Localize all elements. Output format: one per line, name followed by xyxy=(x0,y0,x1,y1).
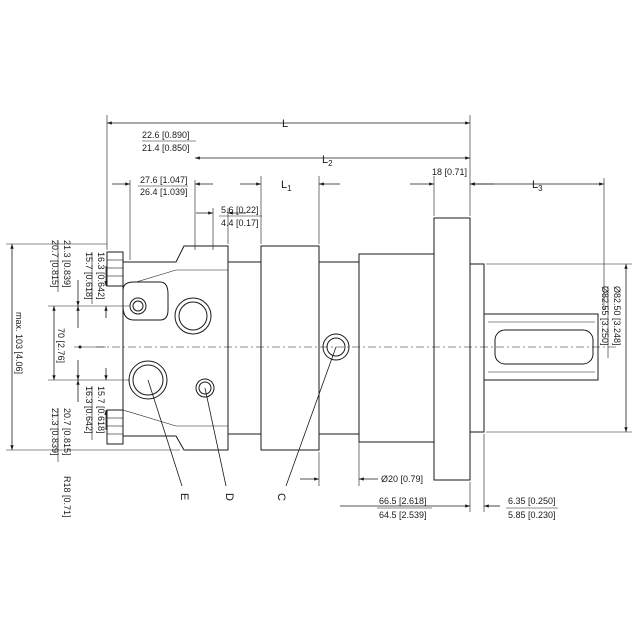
dim-15-7-bottom: 15.7 [0.618] xyxy=(96,386,106,434)
housing-section-4 xyxy=(358,253,435,443)
end-cap-bolt-bottom xyxy=(106,409,124,445)
port-c-label: C xyxy=(275,493,287,501)
dim-70: 70 [2.76] xyxy=(56,328,66,363)
port-labels: E D C xyxy=(178,493,287,501)
dim-22-6: 22.6 [0.890] xyxy=(142,130,190,140)
dim-5-85: 5.85 [0.230] xyxy=(508,510,556,520)
dim-r18: R18 [0.71] xyxy=(62,476,72,518)
dim-21-3-bottom: 21.3 [0.839] xyxy=(50,408,60,456)
dim-dia-82-55: Ø82.55 [3.250] xyxy=(600,286,610,346)
end-cap-bolt-top xyxy=(106,251,124,287)
motor-body xyxy=(96,217,616,481)
dim-6-35: 6.35 [0.250] xyxy=(508,496,556,506)
dim-5-6: 5.6 [0.22] xyxy=(221,205,259,215)
dim-21-3-top: 21.3 [0.839] xyxy=(62,240,72,288)
port-leaders xyxy=(147,346,337,487)
dim-64-5: 64.5 [2.539] xyxy=(379,510,427,520)
dim-16-3-bottom: 16.3 [0.642] xyxy=(84,386,94,434)
dim-4-4: 4.4 [0.17] xyxy=(221,218,259,228)
dim-15-7-top: 15.7 [0.618] xyxy=(84,252,94,300)
dim-26-4: 26.4 [1.039] xyxy=(140,187,188,197)
pilot-diameter xyxy=(469,263,485,433)
dim-dia-82-50: Ø82.50 [3.248] xyxy=(612,286,622,346)
housing-section-2 xyxy=(260,245,320,451)
dim-L-label: L xyxy=(282,118,288,130)
dimension-labels: L L2 L1 L3 22.6 [0.890] 21.4 [0.850] 27.… xyxy=(14,118,622,520)
dim-27-6: 27.6 [1.047] xyxy=(140,175,188,185)
dim-dia-20: Ø20 [0.79] xyxy=(381,474,423,484)
end-cover xyxy=(122,245,229,451)
mounting-flange xyxy=(433,217,471,481)
dim-L2-label: L2 xyxy=(322,154,333,168)
dim-max-103: max. 103 [4.06] xyxy=(14,312,24,374)
dim-20-7-top: 20.7 [0.815] xyxy=(50,240,60,288)
housing-section-1 xyxy=(227,261,262,435)
dim-66-5: 66.5 [2.618] xyxy=(379,496,427,506)
dim-L3-label: L3 xyxy=(532,179,543,193)
port-e-label: E xyxy=(178,493,190,500)
dim-21-4: 21.4 [0.850] xyxy=(142,143,190,153)
port-d-label: D xyxy=(223,493,235,501)
dim-20-7-bottom: 20.7 [0.815] xyxy=(62,408,72,456)
dim-L1-label: L1 xyxy=(281,179,292,193)
dim-18-flange: 18 [0.71] xyxy=(432,167,467,177)
dim-16-3-top: 16.3 [0.642] xyxy=(96,252,106,300)
dimension-lines xyxy=(6,115,632,512)
